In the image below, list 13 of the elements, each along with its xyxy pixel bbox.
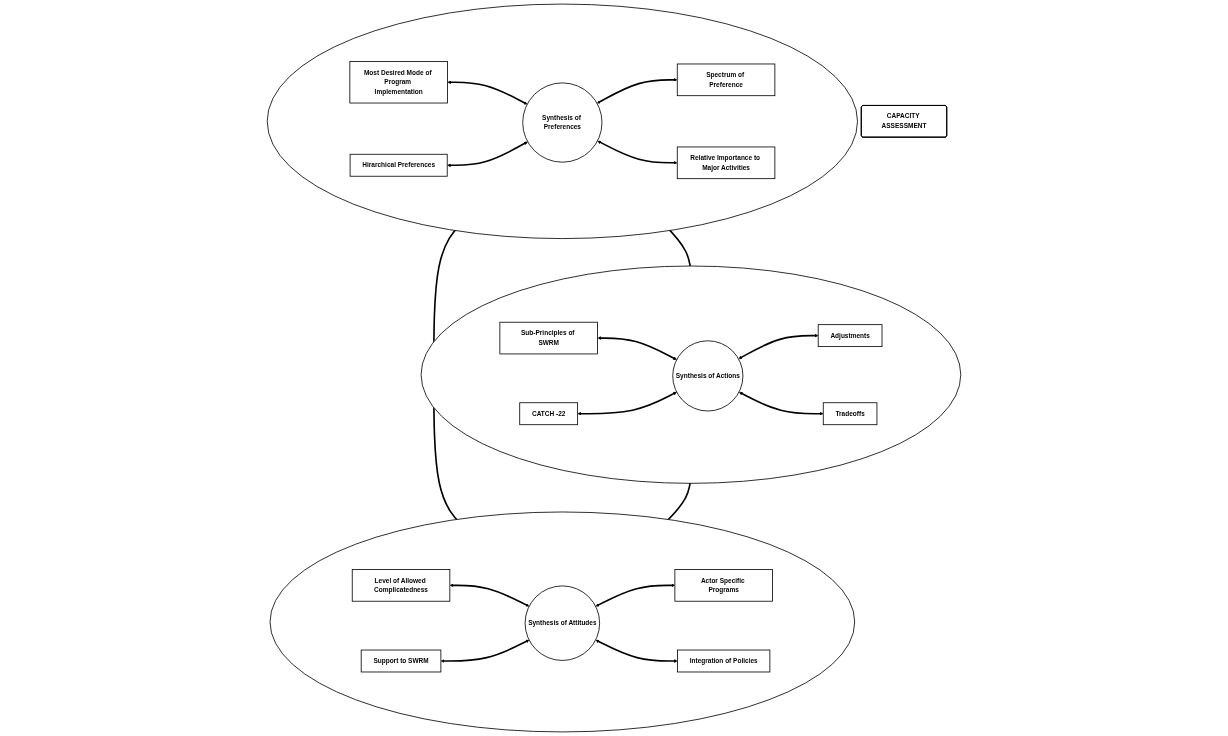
arrow (447, 80, 528, 105)
arrow (738, 392, 824, 416)
arrow (597, 78, 678, 104)
arrow (595, 583, 676, 607)
cluster (266, 3, 858, 239)
arrow (440, 639, 530, 663)
arrow (577, 391, 677, 416)
arrow (597, 140, 678, 165)
arrow (738, 333, 819, 359)
cluster (420, 265, 962, 484)
cluster (269, 511, 856, 733)
arrow (449, 583, 530, 607)
arrow (447, 141, 528, 168)
